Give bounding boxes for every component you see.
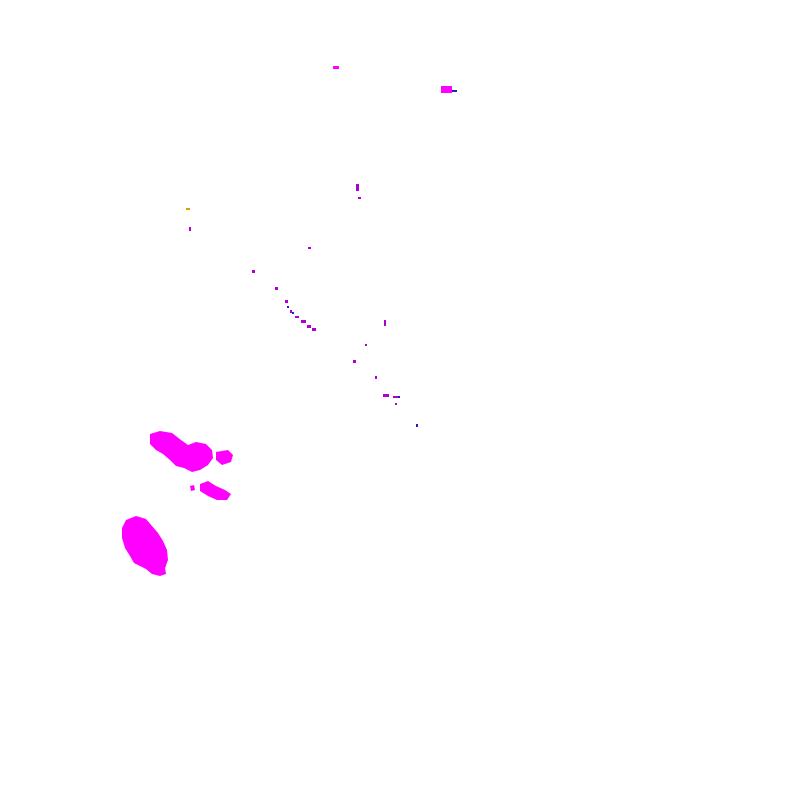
orange-speck [186, 208, 190, 210]
scattered-specks [189, 184, 398, 405]
patch-top-right [333, 66, 452, 93]
patch-cluster-mid-left [150, 431, 233, 500]
patch-large-lower-left [122, 516, 168, 576]
blue-specks [287, 90, 457, 427]
